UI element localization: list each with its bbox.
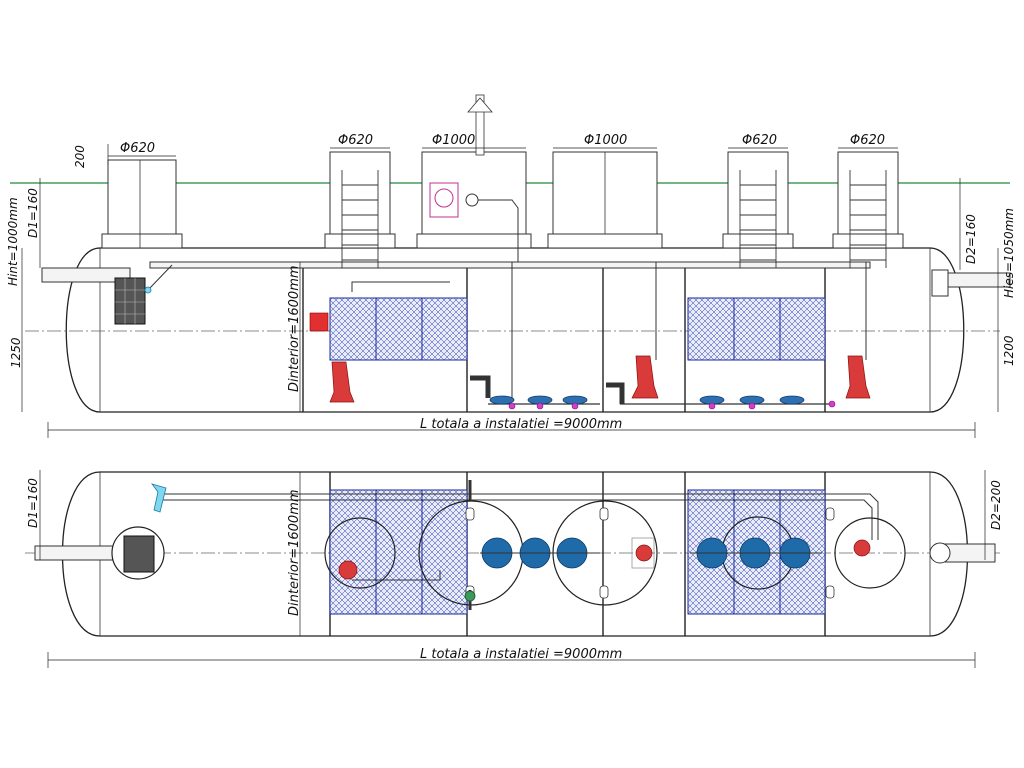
height-left-label: 1250 — [9, 337, 23, 368]
side-media-block-2 — [687, 297, 826, 361]
plan-tank-body — [61, 471, 969, 637]
plan-d2-label: D2=200 — [989, 480, 1003, 530]
side-pumps — [329, 355, 871, 403]
plan-basket-screen — [123, 535, 155, 573]
h-int-label: Hint=1000mm — [6, 197, 20, 286]
side-d-interior-label: Dinterior=1600mm — [287, 265, 302, 392]
side-dimension-lines — [21, 144, 999, 438]
side-view: Φ620 Φ620 Φ1000 Φ1000 Φ620 Φ620 200 Hint… — [6, 94, 1016, 438]
side-d2-label: D2=160 — [964, 214, 978, 264]
side-d1-label: D1=160 — [26, 188, 40, 238]
vent-stack — [475, 94, 485, 156]
dim-200-label: 200 — [73, 145, 87, 168]
diameter-label-5: Φ620 — [742, 133, 777, 148]
plan-length-label: L totala a instalatiei =9000mm — [420, 647, 622, 662]
plan-diffusers — [480, 537, 822, 569]
plan-dimension-lines — [39, 470, 986, 668]
side-tank-body — [65, 247, 965, 413]
side-length-label: L totala a instalatiei =9000mm — [420, 417, 622, 432]
diameter-label-1: Φ620 — [120, 141, 155, 156]
diameter-label-3: Φ1000 — [432, 133, 475, 148]
diameter-label-2: Φ620 — [338, 133, 373, 148]
plan-pumps — [338, 537, 871, 580]
side-chambers — [101, 151, 904, 249]
basket-screen — [114, 277, 146, 325]
side-diffusers — [489, 395, 836, 410]
side-media-block-1 — [329, 297, 468, 361]
plan-d-interior-label: Dinterior=1600mm — [287, 489, 302, 616]
side-inlet-pipe — [41, 267, 131, 283]
height-right-label: 1200 — [1002, 335, 1016, 366]
plan-view: D1=160 D2=200 Dinterior=1600mm L totala … — [25, 470, 1003, 668]
diameter-label-6: Φ620 — [850, 133, 885, 148]
plan-media-block-1 — [329, 489, 468, 615]
diameter-label-4: Φ1000 — [584, 133, 627, 148]
side-outlet-pipe — [944, 272, 1011, 288]
h-ies-label: Hies=1050mm — [1002, 208, 1016, 298]
side-sludge-block — [309, 312, 329, 332]
side-ladders — [341, 170, 887, 268]
blower-unit — [429, 94, 519, 262]
plan-d1-label: D1=160 — [26, 478, 40, 528]
side-header-pipe — [149, 261, 871, 269]
vent-cap-icon — [467, 97, 493, 113]
